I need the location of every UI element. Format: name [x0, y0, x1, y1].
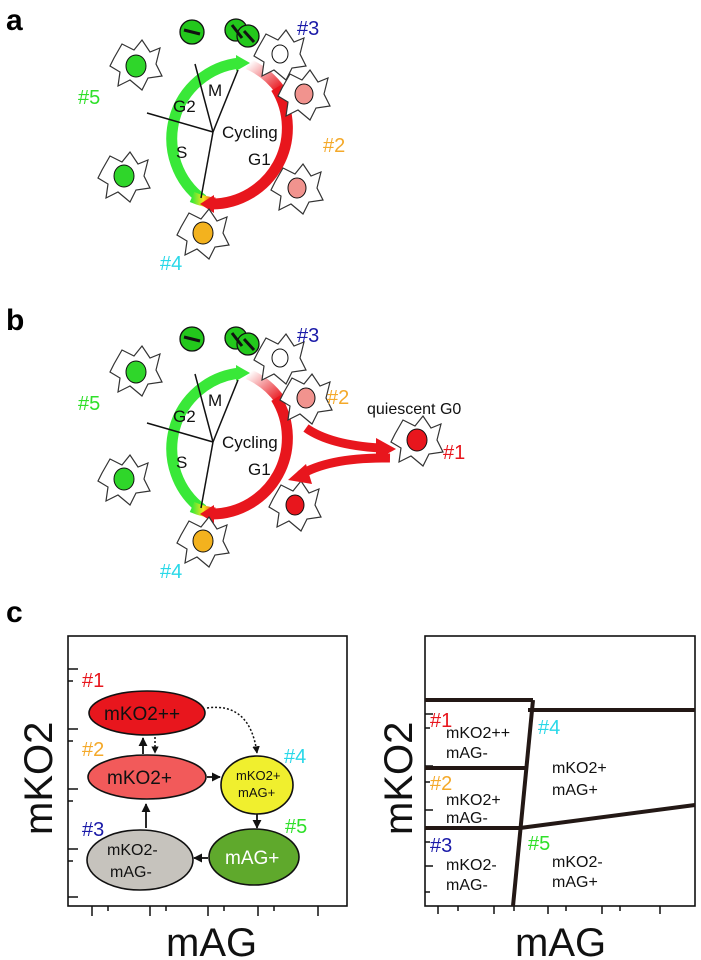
stage-3-label-b: #3 — [297, 325, 319, 347]
phase-g2-label-a: G2 — [173, 97, 196, 116]
phase-g1-label-b: G1 — [248, 460, 271, 479]
gate-4-label-b: mAG+ — [552, 782, 598, 799]
left-stage-5: #5 — [285, 816, 307, 838]
stage-5-label-b: #5 — [78, 393, 100, 415]
phase-m-label-a: M — [208, 81, 222, 100]
gate-5-label-a: mKO2- — [552, 854, 603, 871]
stage-1-label-b: #1 — [443, 442, 465, 464]
stage-2-label-a: #2 — [323, 135, 345, 157]
node-mag-plus — [208, 828, 300, 886]
node-4-label-a: mKO2+ — [236, 768, 280, 783]
cell-cycle-ring-b — [146, 365, 293, 523]
stage-4-label-b: #4 — [160, 561, 182, 583]
left-plot: mKO2 mAG mKO2++ mKO2+ mKO2- mAG- mKO2+ m… — [17, 635, 348, 960]
cell-icon-red-quiescent — [390, 415, 444, 467]
gate-1-label-b: mAG- — [446, 745, 488, 762]
panel-b: b M G2 S Cycling G1 — [6, 304, 465, 583]
gate-1-label-a: mKO2++ — [446, 725, 510, 742]
cell-icon-red — [268, 480, 322, 532]
left-stage-2: #2 — [82, 739, 104, 761]
left-stage-1: #1 — [82, 670, 104, 692]
left-stage-3: #3 — [82, 819, 104, 841]
stage-4-label-a: #4 — [160, 253, 182, 275]
phase-cycling-label-b: Cycling — [222, 433, 278, 452]
node-3-label-a: mKO2- — [107, 842, 158, 859]
cell-icon-green — [97, 454, 151, 506]
right-plot-frame — [424, 635, 696, 907]
node-mko2-plusplus — [88, 690, 206, 736]
right-stage-2: #2 — [430, 773, 452, 795]
panel-b-letter: b — [6, 304, 24, 337]
quiescent-label: quiescent G0 — [367, 401, 461, 418]
gate-5-label-b: mAG+ — [552, 874, 598, 891]
left-y-ticks — [68, 668, 78, 898]
cell-cycle-ring-a — [146, 55, 293, 213]
node-double-negative — [86, 829, 194, 891]
right-stage-1: #1 — [430, 710, 452, 732]
node-mko2-plus — [87, 754, 207, 800]
phase-g2-label-b: G2 — [173, 407, 196, 426]
left-x-axis-label: mAG — [166, 921, 257, 960]
right-y-axis-label: mKO2 — [377, 722, 421, 835]
phase-s-label-a: S — [176, 143, 187, 162]
phase-s-label-b: S — [176, 453, 187, 472]
right-plot: mKO2 mAG #1 mKO2++ mAG- #2 mKO2+ mAG- #3… — [377, 635, 696, 960]
node-5-label: mAG+ — [225, 848, 279, 869]
phase-cycling-label-a: Cycling — [222, 123, 278, 142]
mitotic-cell-icon — [179, 326, 260, 356]
gate-lines — [425, 698, 696, 907]
node-2-label: mKO2+ — [107, 768, 172, 789]
node-1-label: mKO2++ — [104, 704, 180, 725]
g0-arrows — [288, 424, 396, 484]
panel-c: c mKO2 mAG mKO2++ — [6, 596, 696, 960]
mitotic-cell-icon — [179, 18, 260, 48]
left-x-ticks — [91, 906, 319, 916]
right-stage-5: #5 — [528, 833, 550, 855]
gate-3-label-b: mAG- — [446, 877, 488, 894]
right-x-axis-label: mAG — [515, 921, 606, 960]
node-3-label-b: mAG- — [110, 864, 152, 881]
panel-a-letter: a — [6, 4, 23, 37]
cell-icon-green — [97, 151, 151, 203]
gate-3-label-a: mKO2- — [446, 857, 497, 874]
gate-2-label-b: mAG- — [446, 810, 488, 827]
cell-icon-orange — [176, 516, 230, 568]
panel-c-letter: c — [6, 596, 23, 629]
cell-icon-white — [253, 333, 307, 385]
left-stage-4: #4 — [284, 746, 306, 768]
gate-4-label-a: mKO2+ — [552, 760, 607, 777]
transition-arrows — [138, 706, 262, 863]
phase-g1-label-a: G1 — [248, 150, 271, 169]
right-x-ticks — [437, 906, 661, 914]
right-stage-4: #4 — [538, 717, 560, 739]
left-y-axis-label: mKO2 — [17, 722, 61, 835]
stage-5-label-a: #5 — [78, 87, 100, 109]
cell-icon-pink — [277, 69, 331, 121]
cell-icon-green — [109, 345, 163, 397]
panel-a: a M G2 S Cycling G1 — [6, 4, 345, 275]
phase-m-label-b: M — [208, 391, 222, 410]
node-4-label-b: mAG+ — [238, 785, 275, 800]
gate-2-label-a: mKO2+ — [446, 792, 501, 809]
stage-2-label-b: #2 — [327, 387, 349, 409]
cell-icon-pink — [279, 373, 333, 425]
cell-icon-pink — [270, 163, 324, 215]
cell-icon-orange — [176, 208, 230, 260]
stage-3-label-a: #3 — [297, 18, 319, 40]
cell-icon-green — [109, 39, 163, 91]
cell-icon-white — [253, 29, 307, 81]
right-stage-3: #3 — [430, 835, 452, 857]
